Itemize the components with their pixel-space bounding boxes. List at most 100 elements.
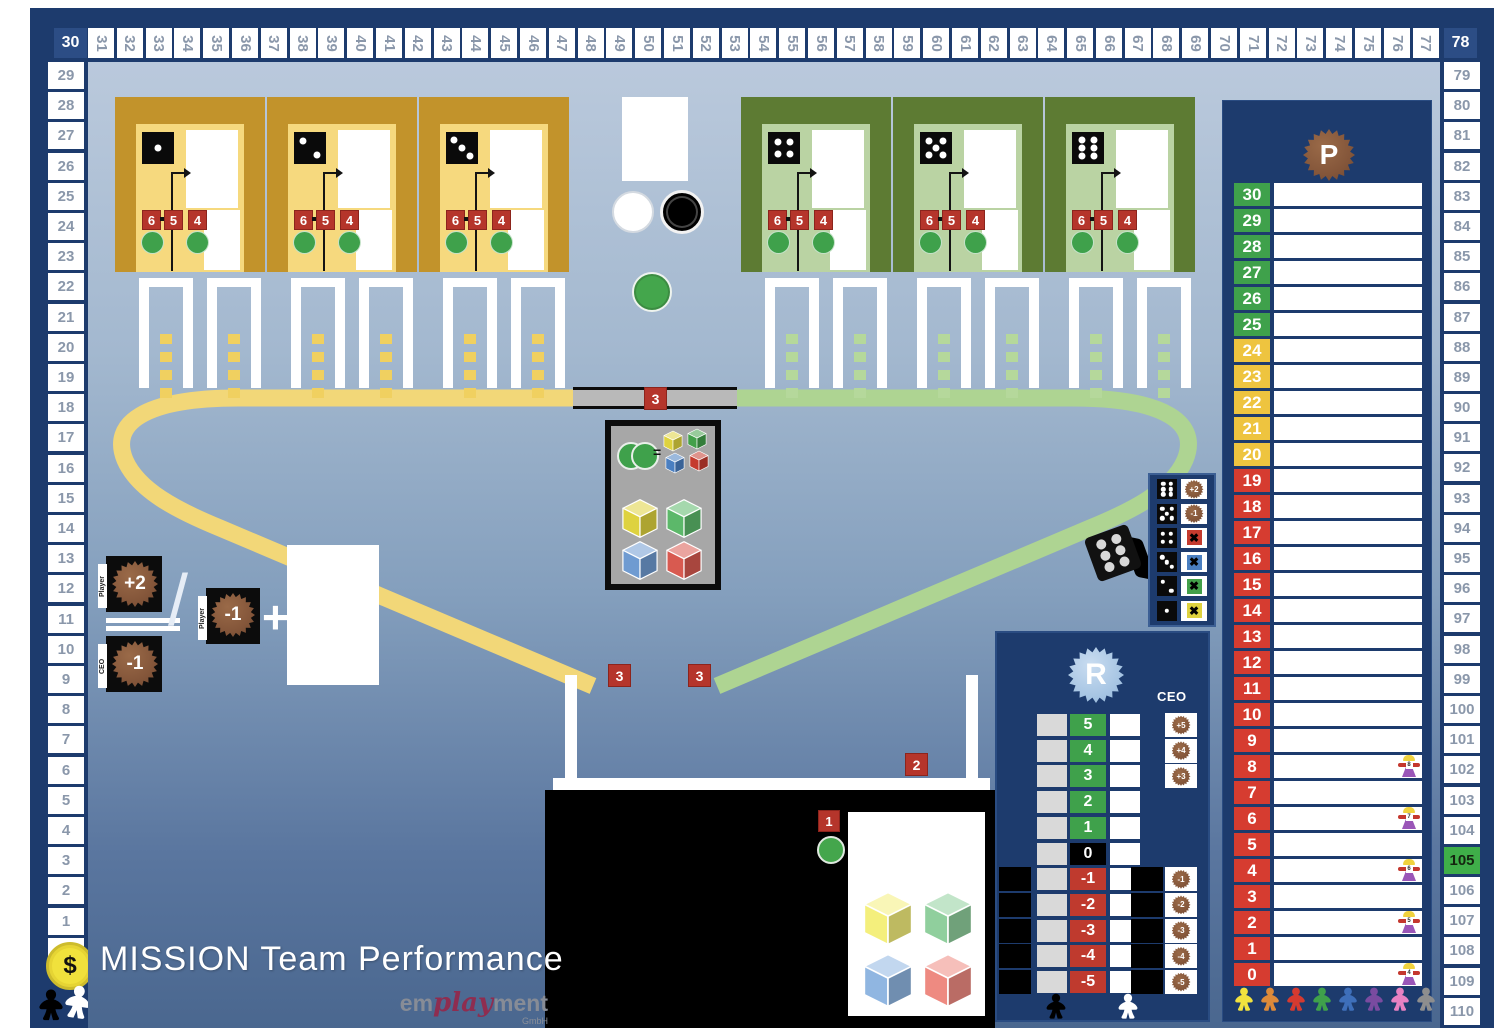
die-pip [786, 138, 794, 146]
meeple-icon [1313, 987, 1331, 1011]
meeple-icon [1261, 987, 1279, 1011]
p-row-17: 17 [1223, 521, 1431, 544]
green-token-box[interactable] [817, 836, 845, 864]
die-pip [466, 152, 474, 160]
house-small-slot [1134, 210, 1170, 270]
green-token-center[interactable] [632, 272, 672, 312]
house-green-circle [141, 231, 164, 254]
track-cell-99: 99 [1444, 665, 1480, 693]
r-row-0: 0 [997, 842, 1208, 865]
die-pip [458, 144, 466, 152]
ceo-badge: +4 [1171, 741, 1191, 761]
body-icon [1402, 819, 1416, 829]
die-pip [774, 150, 782, 158]
logo-part2: play [433, 988, 494, 1018]
goalpost-bar [139, 278, 149, 388]
center-card-slot [622, 97, 688, 181]
house-chip-6: 6 [446, 210, 465, 230]
track-cell-55: 55 [779, 28, 806, 58]
player-count-icon: 7 [1398, 807, 1420, 829]
track-cell-64: 64 [1038, 28, 1065, 58]
r-value-cell: -3 [1070, 919, 1106, 942]
body-icon [1402, 975, 1416, 985]
p-value-cell: 5 [1234, 833, 1270, 856]
white-token[interactable] [612, 191, 654, 233]
r-gray-cell [1037, 945, 1067, 968]
hat-icon [1403, 911, 1415, 917]
die-pip [1110, 532, 1124, 546]
track-dash [854, 352, 866, 362]
p-value-cell: 30 [1234, 183, 1270, 206]
p-value-cell: 3 [1234, 885, 1270, 908]
ceo-badge-box: -1 [1165, 867, 1197, 892]
r-row-4: 4+4 [997, 738, 1208, 763]
track-dash [786, 352, 798, 362]
coin-box: -3 [999, 892, 1031, 917]
house-green-circle [767, 231, 790, 254]
house-chip-4: 4 [966, 210, 985, 230]
track-cell-106: 106 [1444, 877, 1480, 905]
die-pip [1160, 579, 1165, 585]
die-face-2 [1157, 576, 1177, 597]
track-cell-37: 37 [260, 28, 287, 58]
ceo-badge-box: +3 [1165, 764, 1197, 789]
track-cell-label: 39 [322, 34, 340, 52]
connector-arrow-icon [336, 168, 348, 178]
house-card-slot [1116, 130, 1168, 208]
p-score-bar [1274, 599, 1422, 622]
house-chip-5: 5 [164, 210, 183, 230]
track-dash [464, 388, 476, 398]
track-cell-43: 43 [433, 28, 460, 58]
die-face-5 [1157, 503, 1177, 524]
goalpost-bar [917, 278, 927, 388]
goalpost-bar [359, 278, 413, 287]
track-dash [464, 352, 476, 362]
house-small-slot [356, 210, 392, 270]
track-badge-right: 3 [688, 664, 711, 687]
goalpost-bar [443, 278, 453, 388]
house-card-slot [338, 130, 390, 208]
p-score-bar [1274, 677, 1422, 700]
black-token[interactable] [660, 190, 704, 234]
goalpost [139, 278, 193, 398]
track-cell-15: 15 [48, 484, 84, 512]
connector-arrow-icon [1114, 168, 1126, 178]
p-score-bar [1274, 885, 1422, 908]
track-cell-7: 7 [48, 726, 84, 754]
r-value-cell: 0 [1070, 842, 1106, 865]
p-value-cell: 21 [1234, 417, 1270, 440]
goalpost-bar [291, 278, 301, 388]
coin-box: -10 [999, 970, 1031, 994]
p-value-cell: 18 [1234, 495, 1270, 518]
track-cell-label: 43 [438, 34, 456, 52]
track-cell-13: 13 [48, 545, 84, 573]
track-cell-label: 68 [1157, 34, 1175, 52]
die-pip [450, 136, 458, 144]
house-chip-5: 5 [1094, 210, 1113, 230]
p-panel-badge: P [1303, 129, 1355, 181]
connector-arrow-icon [810, 168, 822, 178]
p-row-19: 19 [1223, 469, 1431, 492]
track-dash [1158, 370, 1170, 380]
goalpost-bar [207, 278, 217, 388]
ceo-label: CEO [98, 644, 107, 688]
p-value-cell: 17 [1234, 521, 1270, 544]
player-label: Player [98, 564, 107, 608]
hat-icon [1403, 755, 1415, 761]
track-dash [1006, 352, 1018, 362]
r-value-cell: -2 [1070, 893, 1106, 916]
house-green-circle [919, 231, 942, 254]
ceo-minus-token-tile: -1 [106, 636, 162, 692]
black-die[interactable] [1083, 523, 1157, 594]
p-row-11: 11 [1223, 677, 1431, 700]
meeple-icon [39, 989, 63, 1021]
r-gray-cell [1037, 714, 1067, 736]
track-dash [1090, 352, 1102, 362]
goalpost-bar [765, 278, 819, 287]
track-dash [312, 370, 324, 380]
